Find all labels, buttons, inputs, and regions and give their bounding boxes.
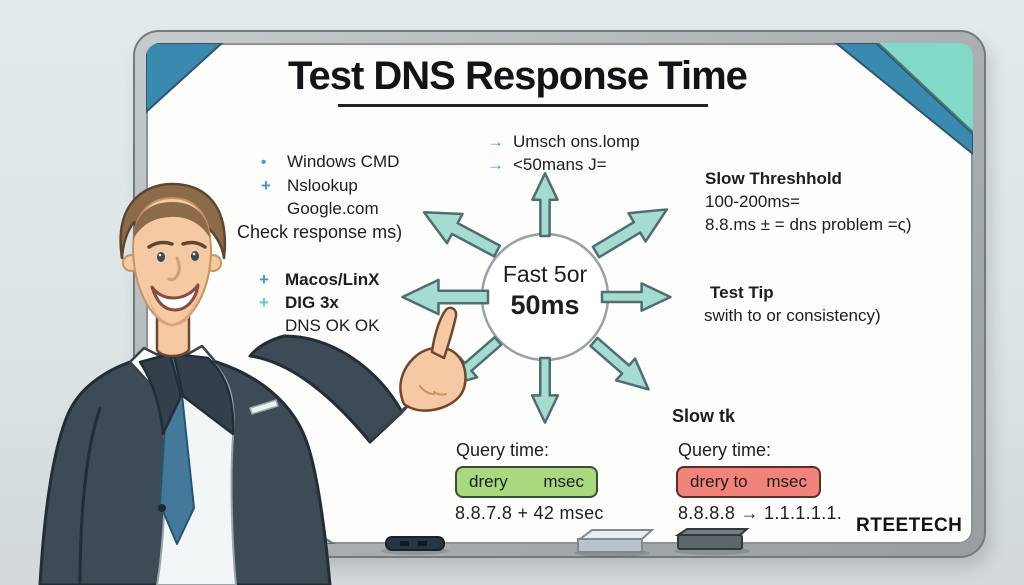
query-left-result: 8.8.7.8 + 42 msec (455, 503, 604, 523)
plus-icon: + (261, 176, 271, 195)
slow-heading: Slow tk (672, 406, 736, 426)
left-list-1: • Windows CMD + Nslookup Google.com (261, 150, 399, 220)
hub-label: Fast 5or 50ms (480, 261, 610, 321)
list-item: • Windows CMD (261, 150, 399, 174)
query-right-box: drery to msec (676, 466, 821, 498)
list-item-label: <50mans J= (513, 155, 607, 174)
hub-label-line1: Fast 5or (502, 261, 588, 287)
page-title: Test DNS Response Time (288, 54, 748, 98)
list-item: DNS OK OK (259, 314, 379, 337)
list-item-label: DIG 3x (285, 293, 339, 312)
list-item: → <50mans J= (487, 153, 640, 176)
query-box-right-text: msec (766, 472, 807, 491)
list-item: + Macos/LinX (259, 268, 379, 291)
list-item-label: Windows CMD (287, 152, 400, 171)
slow-threshold-block: Slow Threshhold 100-200ms= 8.8.ms ± = dn… (705, 167, 912, 236)
query-right-result: 8.8.8.8 → 1.1.1.1.1. (678, 503, 843, 523)
section-line: swith to or consistency) (704, 306, 881, 325)
list-item-label: Nslookup (287, 176, 358, 195)
arrow-right-icon: → (487, 132, 504, 151)
query-box-left-text: drery (469, 472, 508, 491)
title-underline (338, 104, 708, 107)
section-line: 8.8.ms ± = dns problem =ς) (705, 215, 912, 234)
query-box-left-text: drery to (690, 472, 748, 491)
list-item-label: Umsch ons.lomp (513, 132, 640, 151)
list-item-label: Google.com (287, 199, 379, 218)
query-left-label: Query time: (456, 440, 550, 460)
bullet-dot-icon: • (261, 154, 267, 171)
hub-label-line2: 50ms (510, 289, 580, 320)
query-box-right-text: msec (543, 472, 584, 491)
list-item-label: Macos/LinX (285, 270, 380, 289)
section-heading: Test Tip (710, 283, 774, 302)
test-tip-block: Test Tip swith to or consistency) (704, 281, 881, 327)
top-list: → Umsch ons.lomp → <50mans J= (487, 130, 640, 176)
plus-icon: + (259, 270, 269, 289)
arrow-right-icon: → (487, 155, 504, 174)
left-list-2: + Macos/LinX + DIG 3x DNS OK OK (259, 268, 379, 337)
list-item: + Nslookup (261, 174, 399, 197)
list-item: → Umsch ons.lomp (487, 130, 640, 153)
left-arm-seam (78, 406, 102, 585)
left-note: Check response ms) (237, 222, 403, 242)
plus-icon: + (259, 293, 269, 312)
brand-logo: RTEETECH (856, 515, 963, 536)
list-item-label: DNS OK OK (285, 316, 380, 335)
list-item: Google.com (261, 197, 399, 220)
list-item: + DIG 3x (259, 291, 379, 314)
query-right-label: Query time: (678, 440, 772, 460)
section-line: 100-200ms= (705, 192, 800, 211)
query-left-box: drery msec (455, 466, 598, 498)
section-heading: Slow Threshhold (705, 169, 842, 188)
